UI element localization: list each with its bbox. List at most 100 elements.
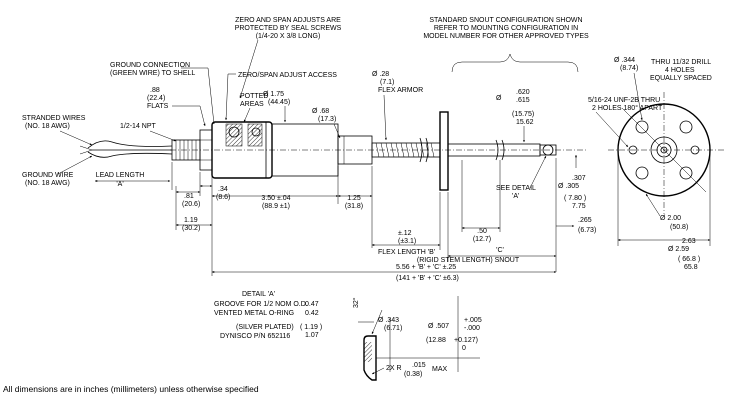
svg-text:EQUALLY SPACED: EQUALLY SPACED [650,75,712,82]
svg-text:(0.38): (0.38) [404,371,422,378]
svg-text:FLATS: FLATS [147,103,169,110]
svg-text:PROTECTED BY SEAL SCREWS: PROTECTED BY SEAL SCREWS [235,25,342,32]
svg-text:.50: .50 [477,228,487,235]
svg-text:Ø .344: Ø .344 [614,57,635,64]
svg-text:(GREEN WIRE) TO SHELL: (GREEN WIRE) TO SHELL [110,70,195,77]
svg-text:FLEX ARMOR: FLEX ARMOR [378,87,423,94]
svg-text:GROUND CONNECTION: GROUND CONNECTION [110,62,190,69]
svg-text:POTTED: POTTED [240,93,268,100]
svg-text:.34: .34 [218,186,228,193]
svg-text:(15.75): (15.75) [512,111,534,118]
svg-text:.307: .307 [572,175,586,182]
dim-81: .81 (20.6) [175,191,200,208]
svg-text:(8.74): (8.74) [620,65,638,72]
svg-text:Ø .343: Ø .343 [378,317,399,324]
svg-text:0.42: 0.42 [305,310,319,317]
dim-119: 1.19 (30.2) [175,186,213,232]
svg-text:'C': 'C' [496,247,504,254]
dim-263: 2.63 Ø 2.59 ( 66.8 ) 65.8 [617,152,711,271]
svg-text:FLEX LENGTH 'B': FLEX LENGTH 'B' [378,249,435,256]
svg-text:.265: .265 [578,217,592,224]
svg-text:±.12: ±.12 [398,230,412,237]
svg-text:(6.73): (6.73) [578,227,596,234]
svg-text:2X R: 2X R [386,365,402,372]
svg-text:REFER TO MOUNTING CONFIGURATIO: REFER TO MOUNTING CONFIGURATION IN [434,25,578,32]
svg-text:(22.4): (22.4) [147,95,165,102]
svg-text:DETAIL 'A': DETAIL 'A' [242,291,275,298]
svg-text:AREAS: AREAS [240,101,264,108]
dia-68-callout: Ø .68 (17.3) [312,108,341,139]
standard-snout-note: STANDARD SNOUT CONFIGURATION SHOWN REFER… [423,17,589,73]
svg-text:(±3.1): (±3.1) [398,238,416,245]
zero-span-protected-note: ZERO AND SPAN ADJUSTS ARE PROTECTED BY S… [235,17,342,99]
svg-text:Ø .507: Ø .507 [428,323,449,330]
svg-text:+.005: +.005 [464,317,482,324]
svg-text:MODEL NUMBER FOR OTHER APPROVE: MODEL NUMBER FOR OTHER APPROVED TYPES [423,33,589,40]
thru-drill-note: THRU 11/32 DRILL 4 HOLES EQUALLY SPACED [650,59,712,82]
svg-text:MAX: MAX [432,366,448,373]
svg-text:STRANDED WIRES: STRANDED WIRES [22,115,86,122]
unf-thread-note: 5/16-24 UNF-2B THRU 2 HOLES 180° APART [588,97,663,148]
svg-text:(88.9 ±1): (88.9 ±1) [262,203,290,210]
svg-text:2 HOLES 180° APART: 2 HOLES 180° APART [592,104,663,112]
svg-text:.015: .015 [412,362,426,369]
dim-620: Ø .620 .615 (15.75) 15.62 [496,89,534,143]
svg-text:(50.8): (50.8) [670,224,688,231]
lead-length-dimension: LEAD LENGTH 'A' [94,162,173,190]
svg-text:(7.1): (7.1) [380,79,394,86]
svg-text:1.07: 1.07 [305,332,319,339]
zero-span-access-note: ZERO/SPAN ADJUST ACCESS [225,72,337,121]
svg-text:ZERO AND SPAN ADJUSTS ARE: ZERO AND SPAN ADJUSTS ARE [235,17,341,24]
flats-note: .88 (22.4) FLATS [147,87,206,127]
dim-flex-length: ±.12 (±3.1) FLEX LENGTH 'B' [371,192,449,262]
dim-265: .265 (6.73) [556,217,596,234]
svg-text:STANDARD SNOUT CONFIGURATION S: STANDARD SNOUT CONFIGURATION SHOWN [429,17,582,24]
svg-text:0.47: 0.47 [305,301,319,308]
svg-text:4 HOLES: 4 HOLES [665,67,695,74]
dim-344: Ø .344 (8.74) [614,57,643,121]
svg-text:'A': 'A' [512,193,519,200]
dimension-units-note: All dimensions are in inches (millimeter… [3,384,259,394]
svg-text:Ø .305: Ø .305 [558,183,579,190]
flex-armor-coils [375,142,435,158]
flex-armor-callout: Ø .28 (7.1) FLEX ARMOR [372,71,423,141]
svg-text:THRU 11/32 DRILL: THRU 11/32 DRILL [651,59,711,66]
svg-text:(NO. 18 AWG): (NO. 18 AWG) [25,180,70,187]
detail-dim-507: Ø .507 +.005 -.000 (12.88 +0.127) 0 [426,317,482,352]
svg-text:ZERO/SPAN ADJUST ACCESS: ZERO/SPAN ADJUST ACCESS [238,72,337,79]
svg-text:LEAD LENGTH: LEAD LENGTH [96,172,145,179]
npt-label: 1/2-14 NPT [120,123,177,142]
svg-text:(141 + 'B' + 'C' ±6.3): (141 + 'B' + 'C' ±6.3) [396,275,459,282]
ground-wire-label: GROUND WIRE (NO. 18 AWG) [22,155,93,187]
dia-1-75-callout: Ø 1.75 (44.45) [263,91,290,123]
svg-text:( 7.80 ): ( 7.80 ) [564,195,586,202]
svg-text:.88: .88 [150,87,160,94]
svg-text:1/2-14 NPT: 1/2-14 NPT [120,123,157,130]
svg-text:DYNISCO P/N 652116: DYNISCO P/N 652116 [220,333,290,340]
svg-text:(SILVER PLATED): (SILVER PLATED) [236,324,294,331]
svg-text:.620: .620 [516,89,530,96]
stranded-wires-label: STRANDED WIRES (NO. 18 AWG) [22,115,93,146]
svg-text:Ø: Ø [496,95,502,102]
svg-text:32°: 32° [352,297,360,308]
svg-text:GROUND WIRE: GROUND WIRE [22,172,74,179]
ground-connection-note: GROUND CONNECTION (GREEN WIRE) TO SHELL [110,62,215,125]
svg-text:(8.6): (8.6) [216,194,230,201]
svg-text:(NO. 18 AWG): (NO. 18 AWG) [25,123,70,130]
svg-text:(44.45): (44.45) [268,99,290,106]
svg-text:+0.127): +0.127) [454,337,478,344]
svg-text:VENTED METAL O-RING: VENTED METAL O-RING [214,310,294,317]
dim-307: .307 Ø .305 ( 7.80 ) 7.75 [558,154,586,210]
svg-text:5/16-24 UNF-2B THRU: 5/16-24 UNF-2B THRU [588,97,660,104]
flange-end-view [608,92,724,214]
svg-text:'A': 'A' [116,181,123,188]
svg-text:7.75: 7.75 [572,203,586,210]
detail-radius: 2X R .015 (0.38) MAX [371,362,448,378]
svg-text:SEE DETAIL: SEE DETAIL [496,185,536,192]
dim-200: Ø 2.00 (50.8) [645,193,688,231]
dim-50: .50 (12.7) [461,160,501,243]
svg-text:-.000: -.000 [464,325,480,332]
svg-text:(31.8): (31.8) [345,203,363,210]
detail-a-notes: DETAIL 'A' GROOVE FOR 1/2 NOM O.D. VENTE… [214,291,322,340]
